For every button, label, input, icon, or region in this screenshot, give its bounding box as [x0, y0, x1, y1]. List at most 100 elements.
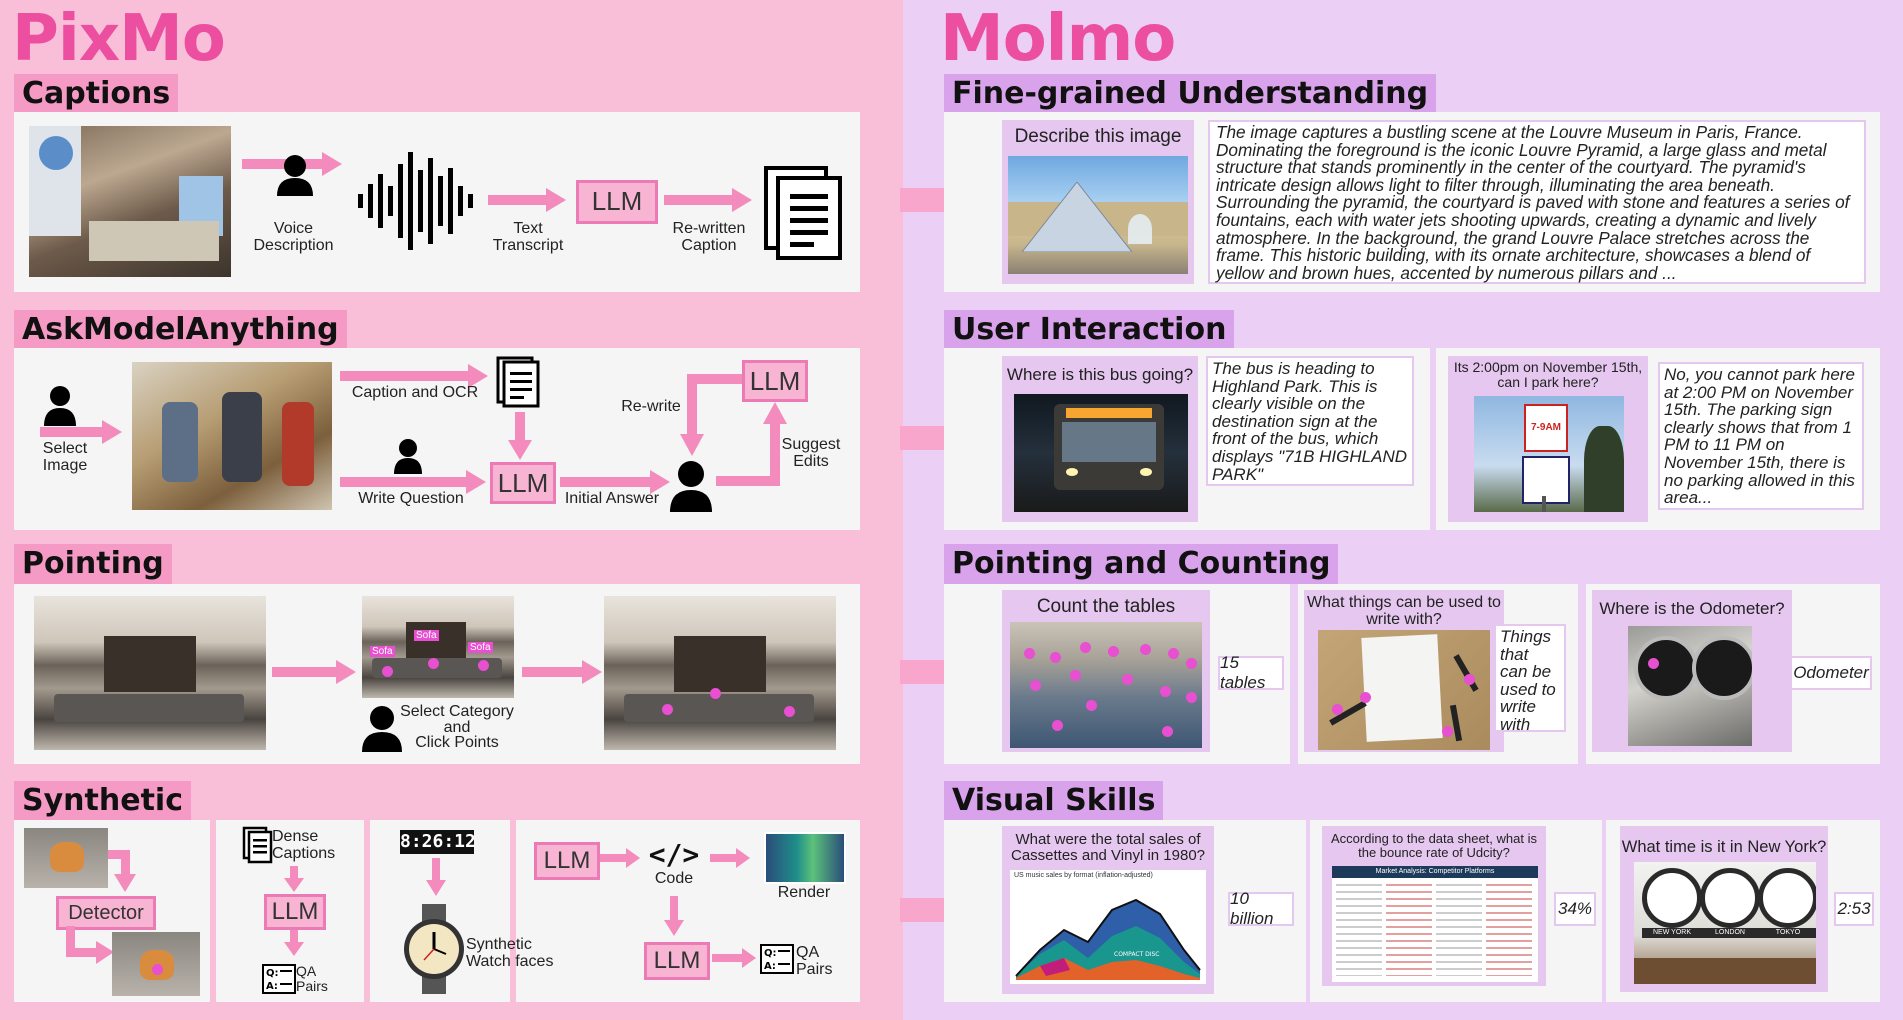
person-icon	[44, 386, 76, 426]
vs-title: Visual Skills	[944, 781, 1164, 821]
desk-photo	[1318, 630, 1490, 750]
data-sheet: Market Analysis: Competitor Platforms	[1332, 866, 1538, 982]
point-marker	[1108, 646, 1119, 657]
point-marker	[784, 706, 795, 717]
clock-icon	[1700, 868, 1760, 928]
louvre-photo	[1008, 156, 1188, 274]
detector-box: Detector	[56, 896, 156, 930]
user-a2: No, you cannot park here at 2:00 PM on N…	[1658, 362, 1864, 510]
point-marker	[1024, 648, 1035, 659]
clock-icon	[1758, 868, 1816, 928]
rendered-plot	[764, 832, 846, 884]
digital-clock: 8:26:12	[400, 830, 476, 854]
arrow	[284, 930, 304, 956]
user-a1: The bus is heading to Highland Park. Thi…	[1206, 356, 1414, 486]
select-image-label: Select Image	[42, 440, 88, 474]
arrow	[560, 470, 670, 494]
person-icon	[277, 155, 313, 196]
arrow	[664, 896, 684, 936]
clock-icon	[1642, 868, 1702, 928]
parking-sign-photo: 7-9AM	[1474, 396, 1624, 512]
fine-title: Fine-grained Understanding	[944, 74, 1437, 114]
point-marker	[1332, 704, 1343, 715]
svg-text:A:: A:	[764, 961, 776, 972]
arrow	[426, 858, 446, 896]
pc-q2: What things can be used to write with?	[1307, 594, 1501, 628]
llm-box: LLM	[490, 462, 556, 504]
arrow	[712, 948, 756, 968]
rewrite-label: Re-write	[621, 398, 681, 415]
suggest-edits-label: Suggest Edits	[781, 436, 841, 470]
arrow	[272, 660, 356, 684]
point-marker	[1186, 692, 1197, 703]
vs-a2: 34%	[1554, 892, 1596, 926]
render-label: Render	[777, 884, 831, 901]
initial-answer-label: Initial Answer	[564, 490, 660, 507]
fine-question: Describe this image	[1014, 126, 1182, 147]
arrow	[242, 152, 342, 176]
vs-q1: What were the total sales of Cassettes a…	[1010, 831, 1206, 864]
rewritten-caption-label: Re-written Caption	[672, 220, 746, 254]
odometer-photo	[1628, 626, 1752, 746]
captions-title: Captions	[14, 74, 179, 114]
point-marker	[1030, 680, 1041, 691]
pc-a1: 15 tables	[1218, 653, 1284, 692]
arrow	[340, 364, 488, 388]
vs-a3: 2:53	[1834, 892, 1874, 926]
svg-text:Q:: Q:	[764, 948, 777, 959]
point-marker	[1186, 658, 1197, 669]
sofa-tag: Sofa	[468, 642, 493, 653]
point-marker	[1360, 692, 1371, 703]
pc-a2: Things that can be used to write with	[1494, 624, 1566, 733]
document-icon	[764, 166, 842, 260]
document-icon	[242, 826, 273, 864]
molmo-title: Molmo	[940, 2, 1176, 76]
dog-photo-detected	[112, 932, 200, 996]
world-clocks-photo: NEW YORK LONDON TOKYO	[1634, 862, 1816, 984]
arrow	[108, 850, 136, 892]
suggest-arrow	[716, 402, 787, 486]
select-category-label: Select Category and Click Points	[400, 703, 514, 751]
fine-answer: The image captures a bustling scene at t…	[1208, 120, 1866, 284]
sofa-tag: Sofa	[414, 630, 439, 641]
svg-text:A:: A:	[266, 981, 278, 992]
arrow	[664, 188, 752, 212]
pixmo-title: PixMo	[12, 2, 226, 76]
point-marker	[1162, 726, 1173, 737]
person-icon	[362, 706, 402, 752]
point-marker	[1442, 726, 1453, 737]
sheet-title: Market Analysis: Competitor Platforms	[1332, 866, 1538, 878]
watch-icon	[404, 904, 464, 994]
chart-label: COMPACT DISC	[1114, 951, 1159, 958]
point-marker	[1168, 648, 1179, 659]
point-marker	[1140, 644, 1151, 655]
point-marker	[152, 964, 163, 975]
point-marker	[1050, 652, 1061, 663]
arrow	[710, 848, 750, 868]
voice-description-label: Voice Description	[253, 220, 334, 254]
pointing-title: Pointing	[14, 544, 172, 584]
point-marker	[1080, 642, 1091, 653]
point-marker	[1052, 720, 1063, 731]
llm-box: LLM	[644, 942, 710, 980]
vs-a1: 10 billion	[1228, 889, 1294, 928]
synthetic-title: Synthetic	[14, 781, 191, 821]
document-icon	[496, 356, 540, 408]
market-stall-photo	[29, 126, 231, 277]
bus-photo	[1014, 394, 1188, 512]
chart-caption: US music sales by format (inflation-adju…	[1014, 872, 1153, 879]
point-marker	[478, 660, 489, 671]
clock-label: NEW YORK	[1642, 928, 1702, 938]
svg-text:Q:: Q:	[266, 968, 279, 979]
person-icon	[670, 461, 712, 512]
point-marker	[382, 666, 393, 677]
point-marker	[1122, 674, 1133, 685]
clock-label: LONDON	[1700, 928, 1760, 938]
user-q1: Where is this bus going?	[1006, 365, 1194, 384]
point-marker	[710, 688, 721, 699]
caption-ocr-label: Caption and OCR	[351, 384, 479, 401]
point-marker	[1648, 658, 1659, 669]
classroom-photo	[1010, 622, 1202, 748]
text-transcript-label: Text Transcript	[492, 220, 564, 254]
person-icon	[394, 439, 422, 474]
